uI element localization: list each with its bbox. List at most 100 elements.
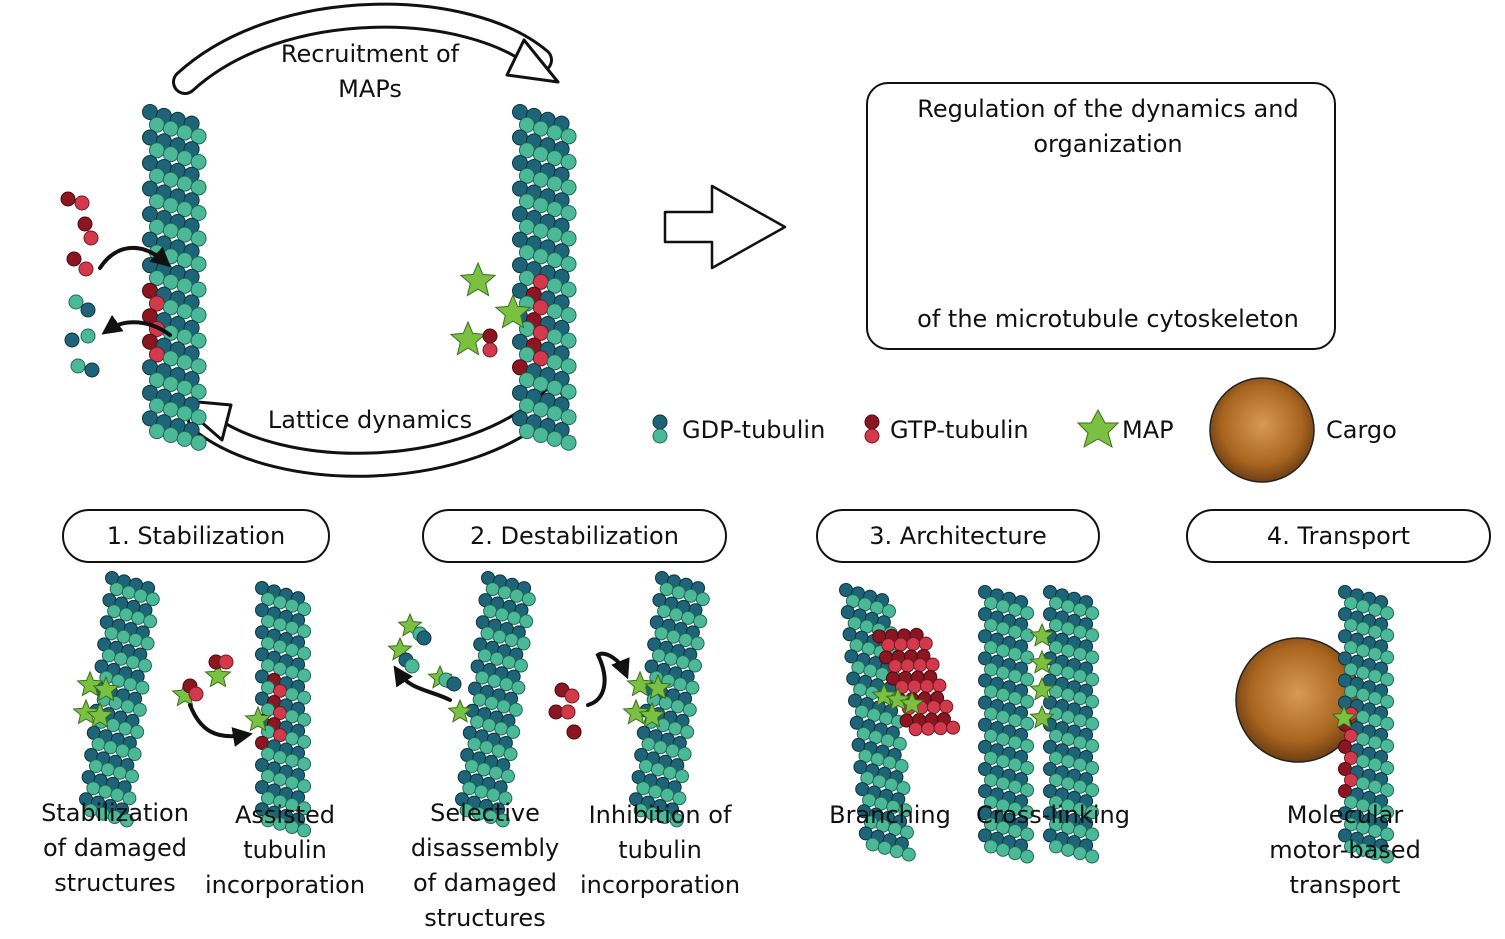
map-star: [638, 701, 666, 728]
tubulin-dimer: [638, 759, 653, 774]
tubulin-dimer: [532, 427, 549, 444]
incorporation-arrow: [98, 245, 172, 270]
tubulin-dimer: [122, 791, 137, 806]
tubulin-dimer: [101, 648, 116, 663]
free-gdp-dimer: [438, 672, 462, 692]
tubulin-dimer: [121, 585, 136, 600]
map-star: [447, 698, 473, 723]
tubulin-dimer: [946, 720, 961, 735]
tubulin-dimer: [1020, 761, 1035, 776]
microtubule-damaged: [142, 104, 207, 451]
tubulin-dimer: [918, 636, 933, 651]
tubulin-dimer: [1020, 805, 1035, 820]
tubulin-dimer: [190, 205, 207, 222]
tubulin-dimer: [472, 692, 487, 707]
caption-assisted-incorporation: Assisted tubulin incorporation: [204, 801, 366, 899]
tubulin-dimer: [668, 721, 683, 736]
tubulin-dimer: [120, 699, 135, 714]
map-star: [885, 686, 911, 711]
microtubule-crosslink-left: [978, 585, 1035, 864]
tubulin-dimer: [477, 648, 492, 663]
free-gdp-dimer: [68, 294, 96, 318]
tubulin-dimer: [112, 765, 127, 780]
tubulin-dimer: [476, 762, 491, 777]
tubulin-dimer: [675, 655, 690, 670]
tubulin-dimer: [1380, 849, 1395, 864]
tubulin-dimer: [560, 281, 577, 298]
tubulin-dimer: [690, 636, 705, 651]
tubulin-dimer: [190, 307, 207, 324]
tubulin-dimer: [485, 582, 500, 597]
tubulin-dimer: [124, 769, 139, 784]
tubulin-dimer: [507, 610, 522, 625]
tubulin-dimer: [88, 759, 103, 774]
tubulin-dimer: [657, 604, 672, 619]
outcome-arrow: [663, 184, 787, 270]
free-gdp-dimer: [64, 328, 96, 348]
tubulin-dimer: [484, 696, 499, 711]
map-star: [86, 701, 114, 728]
free-gdp-dimer: [398, 652, 420, 674]
map-star: [92, 675, 120, 702]
tubulin-dimer: [865, 837, 880, 852]
lattice-dynamics-label: Lattice dynamics: [267, 406, 473, 434]
tubulin-dimer: [560, 383, 577, 400]
tubulin-dimer: [1085, 694, 1100, 709]
microtubule-transport: [1338, 585, 1395, 864]
tubulin-dimer: [925, 657, 940, 672]
tubulin-dimer: [1085, 783, 1100, 798]
tubulin-dimer: [497, 585, 512, 600]
tubulin-dimer: [297, 757, 312, 772]
microtubule-disassembly: [455, 571, 536, 828]
tubulin-dimer: [1020, 606, 1035, 621]
tubulin-dimer: [115, 743, 130, 758]
tubulin-dimer: [162, 427, 179, 444]
tubulin-dimer: [1380, 716, 1395, 731]
tubulin-dimer: [662, 765, 677, 780]
tubulin-dimer: [140, 636, 155, 651]
tubulin-dimer: [519, 614, 534, 629]
tubulin-dimer: [487, 673, 502, 688]
tubulin-dimer: [297, 646, 312, 661]
tubulin-dimer: [107, 604, 122, 619]
tubulin-dimer: [670, 699, 685, 714]
tubulin-dimer: [482, 718, 497, 733]
microtubule-stabilization: [79, 571, 160, 828]
microtubule-repaired: [512, 104, 577, 451]
pill-transport: 4. Transport: [1186, 509, 1491, 563]
tubulin-dimer: [681, 610, 696, 625]
microtubule-assisted: [255, 581, 312, 838]
map-star: [1029, 676, 1055, 701]
tubulin-dimer: [682, 702, 697, 717]
tubulin-dimer: [496, 699, 511, 714]
tubulin-dimer: [190, 153, 207, 170]
tubulin-dimer: [190, 179, 207, 196]
tubulin-dimer: [148, 423, 165, 440]
tubulin-dimer: [297, 823, 312, 838]
tubulin-dimer: [297, 712, 312, 727]
tubulin-dimer: [560, 256, 577, 273]
microtubule-crosslink-right: [1043, 585, 1100, 864]
tubulin-dimer: [501, 655, 516, 670]
free-gtp-dimer: [60, 191, 90, 211]
tubulin-dimer: [1085, 650, 1100, 665]
tubulin-dimer: [86, 781, 101, 796]
tubulin-dimer: [560, 332, 577, 349]
free-gdp-dimer: [70, 358, 100, 378]
tubulin-dimer: [1380, 827, 1395, 842]
tubulin-dimer: [901, 847, 916, 862]
tubulin-dimer: [654, 626, 669, 641]
tubulin-dimer: [671, 585, 686, 600]
tubulin-dimer: [659, 582, 674, 597]
tubulin-dimer: [143, 614, 158, 629]
inhibition-arrow: [586, 651, 630, 707]
tubulin-dimer: [669, 813, 684, 828]
tubulin-dimer: [498, 791, 513, 806]
tubulin-dimer: [190, 434, 207, 451]
tubulin-dimer: [297, 801, 312, 816]
tubulin-dimer: [1380, 606, 1395, 621]
legend-gdp-label: GDP-tubulin: [682, 416, 826, 444]
tubulin-dimer: [1085, 738, 1100, 753]
map-star: [459, 261, 497, 297]
tubulin-dimer: [666, 629, 681, 644]
